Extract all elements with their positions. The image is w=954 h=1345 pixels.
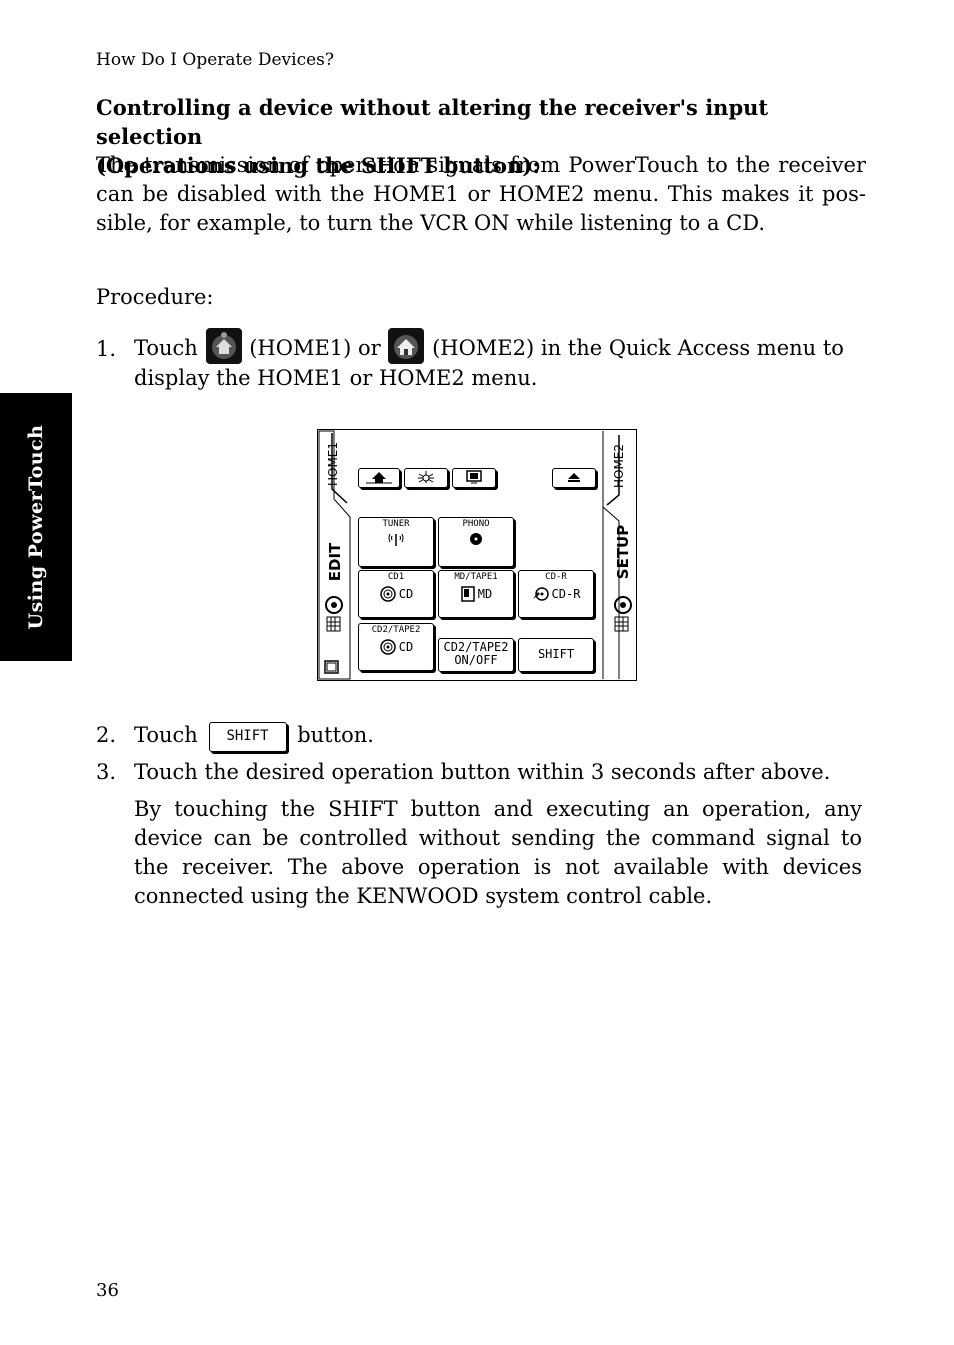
procedure-label: Procedure: — [96, 285, 214, 309]
cd2-tape2-onoff-button[interactable]: CD2/TAPE2 ON/OFF — [438, 638, 514, 672]
running-header: How Do I Operate Devices? — [96, 50, 334, 70]
shift-label: SHIFT — [537, 647, 575, 661]
home1-icon[interactable] — [205, 327, 243, 365]
setup-label: SETUP — [614, 524, 632, 580]
tuner-label: TUNER — [382, 519, 410, 529]
step-2-text-a: Touch — [134, 723, 198, 747]
step-2: Touch SHIFT button. — [134, 721, 374, 752]
cd-r-button[interactable]: CD-R CD-R — [518, 570, 594, 618]
step-1-number: 1. — [96, 337, 117, 361]
edit-label: EDIT — [326, 542, 344, 582]
tuner-button[interactable]: TUNER — [358, 517, 434, 567]
onoff-line-1: CD2/TAPE2 — [443, 640, 509, 654]
light-button[interactable] — [404, 468, 448, 488]
step-2-text-b: button. — [297, 723, 374, 747]
cd-icon — [380, 586, 396, 602]
home-button[interactable] — [358, 468, 400, 488]
step-1: Touch (HOME1) or (HOME2) in the Quick Ac… — [134, 324, 864, 393]
cd1-label: CD1 — [387, 572, 405, 582]
shift-button[interactable]: SHIFT — [518, 638, 594, 672]
record-icon — [470, 533, 482, 545]
home1-tab[interactable]: HOME1 — [325, 438, 341, 488]
side-tab: Using PowerTouch — [0, 393, 72, 661]
step-3-text: Touch the desired operation button withi… — [134, 760, 831, 784]
step-1-text-b: (HOME1) or — [249, 336, 381, 360]
monitor-icon — [466, 470, 482, 484]
onoff-line-2: ON/OFF — [454, 653, 498, 667]
home2-icon[interactable] — [387, 327, 425, 365]
shift-inline-button[interactable]: SHIFT — [208, 722, 287, 752]
eject-button[interactable] — [552, 468, 596, 488]
cd-r-icon — [532, 587, 549, 601]
step-1-text-a: Touch — [134, 336, 198, 360]
cd-r-label: CD-R — [545, 572, 567, 582]
home1-tab-label: HOME1 — [326, 441, 340, 487]
home2-tab-label: HOME2 — [612, 443, 626, 489]
md-tape1-label: MD/TAPE1 — [454, 572, 498, 582]
home-menu-screen: HOME1 HOME2 EDIT SETUP TUNER PHONO CD1 C… — [317, 429, 637, 681]
cd1-sub-label: CD — [398, 587, 414, 601]
intro-paragraph: The transmission of operation signals fr… — [96, 153, 866, 235]
md-tape1-button[interactable]: MD/TAPE1 MD — [438, 570, 514, 618]
md-sub-label: MD — [477, 587, 493, 601]
minidisc-icon — [461, 586, 475, 602]
step-3-number: 3. — [96, 760, 117, 784]
home2-tab[interactable]: HOME2 — [611, 438, 627, 493]
section-heading: Controlling a device without altering th… — [96, 93, 866, 180]
heading-line-2: (Operations using the SHIFT button): — [96, 153, 540, 178]
cd-r-sub-label: CD-R — [551, 587, 581, 601]
cd2-tape2-label: CD2/TAPE2 — [371, 625, 421, 635]
setup-tab[interactable]: SETUP — [614, 518, 632, 588]
display-button[interactable] — [452, 468, 496, 488]
eject-icon — [568, 473, 580, 482]
cd-icon — [380, 639, 396, 655]
antenna-icon — [388, 533, 404, 546]
cd2-tape2-button[interactable]: CD2/TAPE2 CD — [358, 623, 434, 671]
step-1-text-d: display the HOME1 or HOME2 menu. — [134, 366, 538, 390]
step-2-number: 2. — [96, 723, 117, 747]
explanation-paragraph: By touching the SHIFT button and executi… — [134, 797, 862, 908]
phono-label: PHONO — [462, 519, 490, 529]
home-icon — [366, 472, 392, 484]
side-tab-label: Using PowerTouch — [25, 424, 47, 630]
cd1-button[interactable]: CD1 CD — [358, 570, 434, 618]
phono-button[interactable]: PHONO — [438, 517, 514, 567]
heading-line-1: Controlling a device without altering th… — [96, 95, 769, 149]
page-number: 36 — [96, 1280, 119, 1301]
screen-frame — [318, 430, 632, 679]
step-1-text-c: (HOME2) in the Quick Access menu to — [432, 336, 844, 360]
cd2-sub-label: CD — [398, 640, 414, 654]
edit-tab[interactable]: EDIT — [326, 530, 344, 590]
light-icon — [418, 471, 434, 483]
